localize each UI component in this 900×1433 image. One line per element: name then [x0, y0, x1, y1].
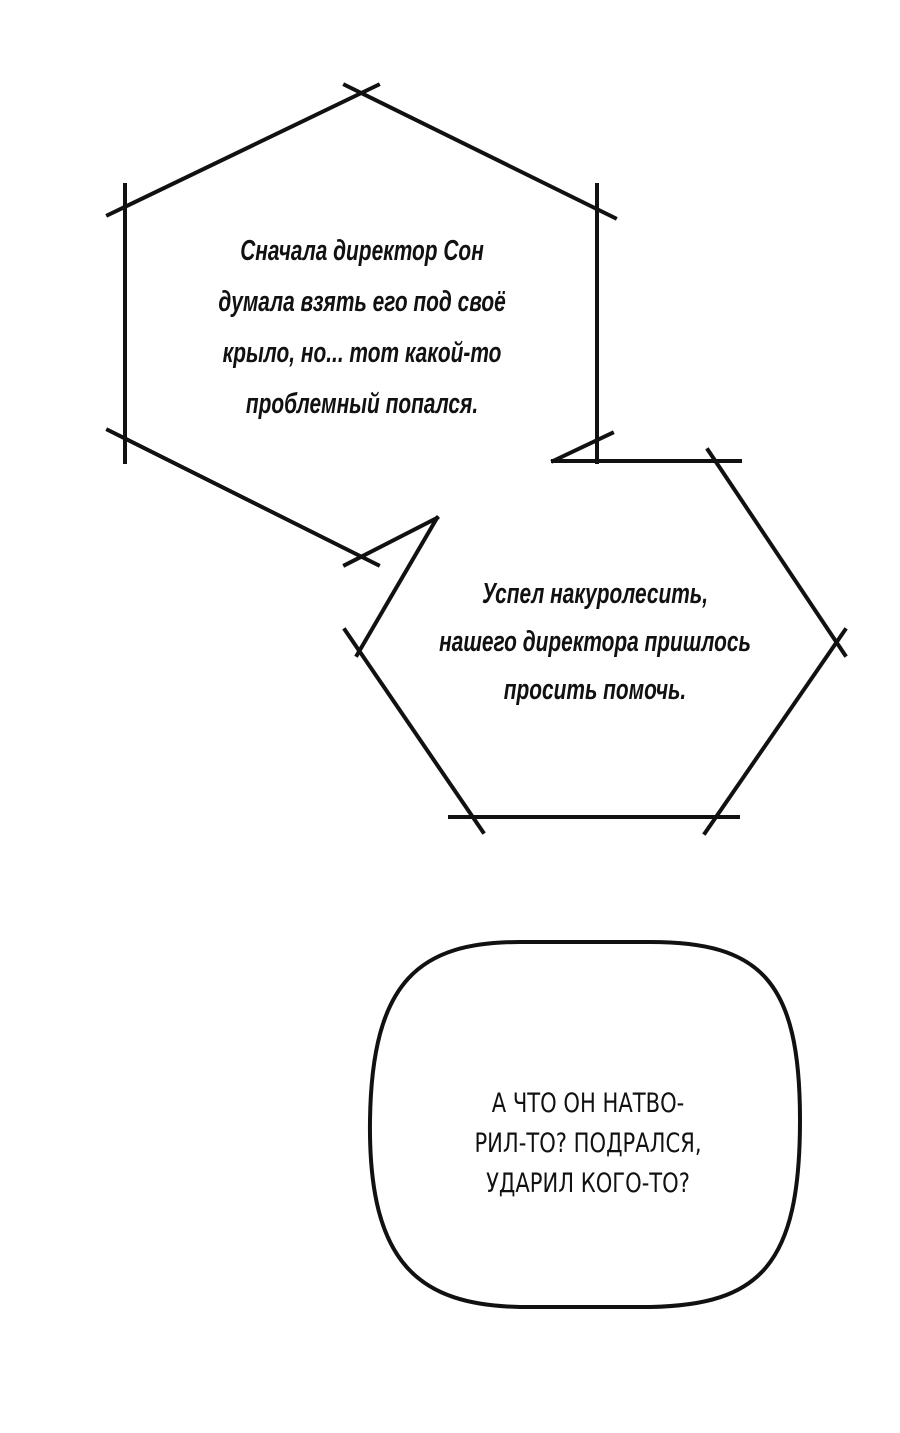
bubble-1-text: Сначала директор Сон думала взять его по… [182, 226, 542, 430]
bubble-text-line: рил-то? Подрался, [474, 1128, 702, 1159]
bubble-3-text: А что он натво- рил-то? Подрался, ударил… [432, 1084, 744, 1204]
bubble-text-line: Сначала директор Сон [240, 235, 484, 267]
hexagon-bubble-1 [105, 82, 618, 568]
bubble-text-line: ударил кого-то? [486, 1168, 690, 1199]
bubble-text-line: Успел накуролесить, [481, 578, 709, 610]
bubble-text-line: А что он натво- [491, 1088, 685, 1119]
bubble-text-line: крыло, но... тот какой-то [222, 337, 502, 369]
hexagon-bubble-2 [342, 430, 848, 836]
bubble-2-text: Успел накуролесить, нашего директора при… [415, 570, 775, 714]
bubble-text-line: просить помочь. [503, 674, 687, 706]
bubble-text-line: нашего директора пришлось [439, 626, 751, 658]
rounded-bubble-3 [367, 940, 803, 1309]
bubble-text-line: думала взять его под своё [218, 286, 506, 318]
bubble-text-line: проблемный попался. [245, 388, 479, 420]
